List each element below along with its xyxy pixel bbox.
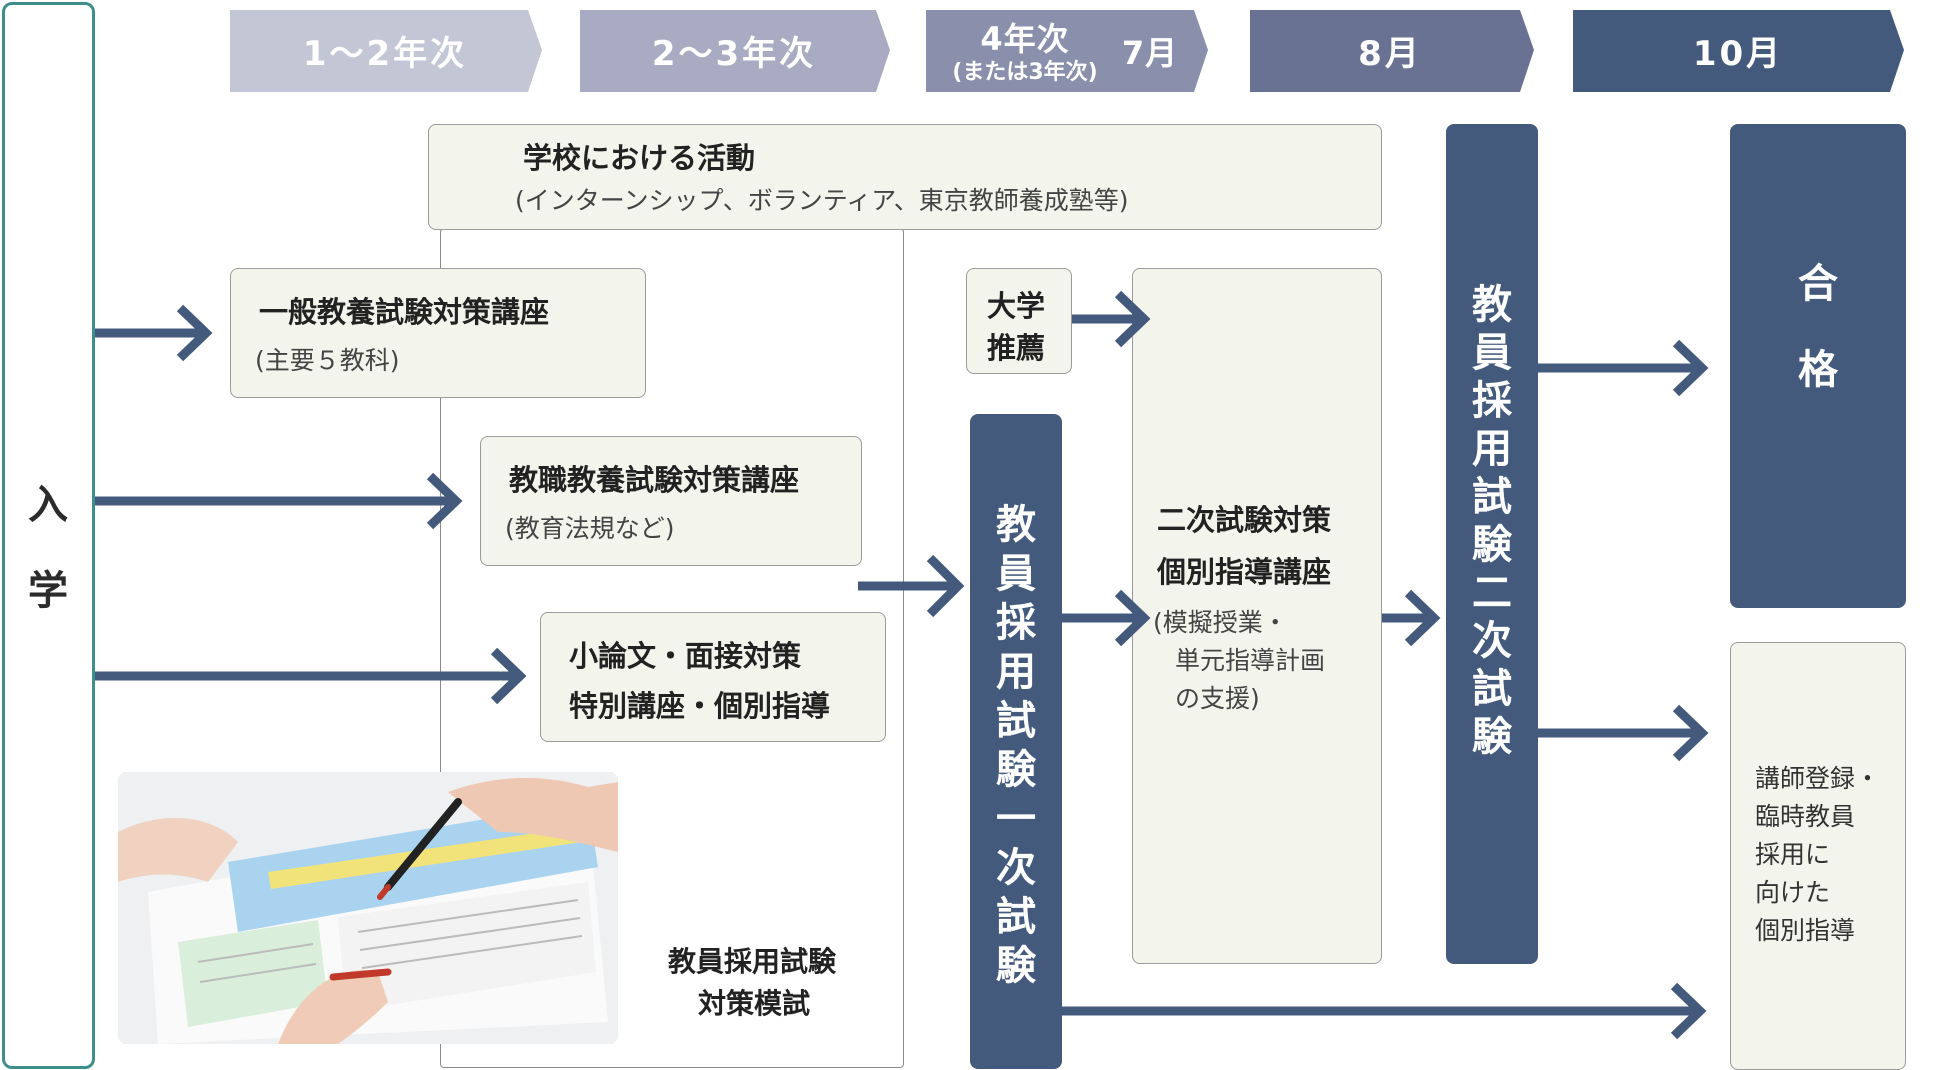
general-course-title: 一般教養試験対策講座	[259, 295, 550, 329]
lecturer-line4: 向けた	[1755, 878, 1831, 907]
second-exam-text: 教員採用試験二次試験	[1472, 282, 1512, 760]
timeline-label-year2-3: 2～3年次	[651, 34, 817, 74]
arrowhead-to-teaching-course	[426, 472, 463, 530]
second-prep-line1: 二次試験対策	[1157, 503, 1332, 537]
pass-box: 合格	[1730, 124, 1906, 608]
arrowhead-first-exam-to-lecturer	[1670, 982, 1707, 1040]
lecturer-registration-box: 講師登録・ 臨時教員 採用に 向けた 個別指導	[1730, 642, 1906, 1070]
timeline-label-july: 7月	[1121, 34, 1179, 72]
timeline-label-year4: 4年次	[980, 20, 1070, 58]
entry-column	[2, 2, 95, 1069]
timeline-label-august: 8月	[1358, 34, 1422, 74]
first-exam-bar: 教員採用試験一次試験	[970, 414, 1062, 1069]
second-prep-line4: 単元指導計画	[1175, 646, 1326, 675]
teaching-course-subtitle: (教育法規など)	[505, 514, 675, 543]
lecturer-line1: 講師登録・	[1755, 764, 1881, 793]
study-photo	[118, 772, 618, 1044]
arrowhead-first-exam-to-prep	[1114, 589, 1151, 647]
timeline-label-year3-note: (または3年次)	[952, 60, 1098, 85]
timeline-label-october: 10月	[1692, 34, 1784, 74]
general-course-subtitle: (主要５教科)	[255, 346, 400, 375]
chevron-october	[1573, 10, 1904, 92]
chevron-year4-july	[926, 10, 1208, 92]
recommendation-line2: 推薦	[987, 331, 1046, 365]
teaching-course-title: 教職教養試験対策講座	[509, 463, 800, 497]
general-education-course-box: 一般教養試験対策講座 (主要５教科)	[230, 268, 646, 398]
pass-text: 合格	[1798, 261, 1838, 393]
recommendation-line1: 大学	[987, 289, 1046, 323]
arrowhead-to-general-course	[176, 304, 213, 362]
school-activities-box: 学校における活動 (インターンシップ、ボランティア、東京教師養成塾等)	[428, 124, 1382, 230]
entry-label-text: 入学	[28, 482, 68, 614]
arrowhead-to-first-exam	[926, 554, 965, 618]
second-exam-bar: 教員採用試験二次試験	[1446, 124, 1538, 964]
chevron-year2-3	[580, 10, 890, 92]
arrowhead-to-pass	[1672, 339, 1709, 397]
second-prep-line2: 個別指導講座	[1157, 555, 1332, 589]
study-photo-illustration	[118, 772, 618, 1044]
arrowhead-to-essay-course	[490, 647, 527, 705]
timeline-label-year1-2: 1～2年次	[302, 34, 468, 74]
chevron-year1-2	[230, 10, 542, 92]
essay-course-line2: 特別講座・個別指導	[569, 689, 831, 723]
teaching-course-box: 教職教養試験対策講座 (教育法規など)	[480, 436, 862, 566]
lecturer-line3: 採用に	[1755, 840, 1831, 869]
essay-interview-course-box: 小論文・面接対策 特別講座・個別指導	[540, 612, 886, 742]
school-activities-title: 学校における活動	[523, 141, 756, 175]
lecturer-line2: 臨時教員	[1755, 802, 1856, 831]
first-exam-text: 教員採用試験一次試験	[996, 501, 1036, 989]
arrowhead-second-exam-to-lecturer	[1672, 704, 1709, 762]
second-prep-line3: (模擬授業・	[1153, 608, 1288, 637]
university-recommendation-box: 大学 推薦	[966, 268, 1072, 374]
second-prep-line5: の支援)	[1175, 684, 1260, 713]
entry-label: 入学	[28, 462, 68, 634]
mock-exam-line2: 対策模試	[698, 987, 811, 1020]
essay-course-line1: 小論文・面接対策	[569, 639, 802, 673]
arrowhead-from-recommendation	[1114, 290, 1151, 348]
chevron-august	[1250, 10, 1534, 92]
second-exam-prep-box: 二次試験対策 個別指導講座 (模擬授業・ 単元指導計画 の支援)	[1132, 268, 1382, 964]
school-activities-subtitle: (インターンシップ、ボランティア、東京教師養成塾等)	[515, 186, 1129, 215]
mock-exam-line1: 教員採用試験	[668, 945, 837, 978]
arrowhead-prep-to-second-exam	[1404, 589, 1441, 647]
lecturer-line5: 個別指導	[1755, 916, 1856, 945]
